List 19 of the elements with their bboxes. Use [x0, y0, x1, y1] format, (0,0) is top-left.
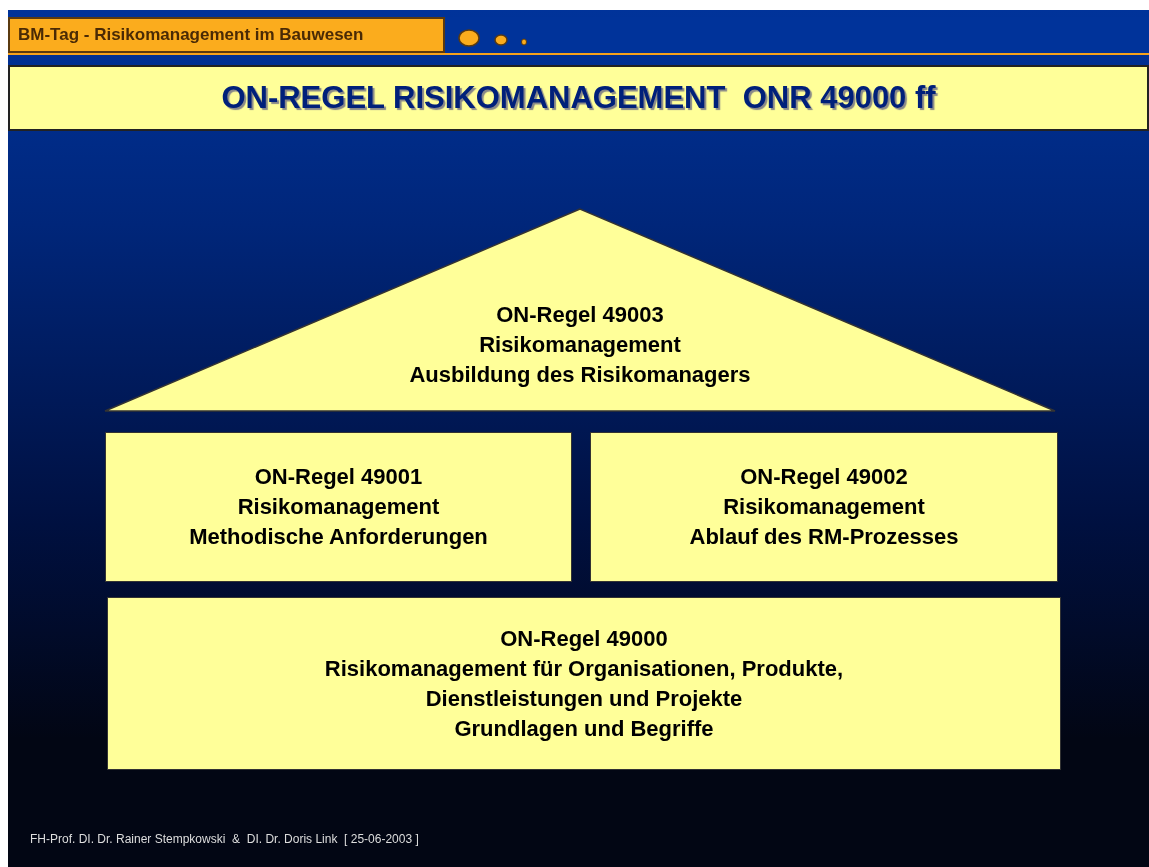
- box-text: Risikomanagement: [723, 493, 925, 521]
- box-text: Risikomanagement: [479, 331, 681, 359]
- standard-box: [107, 597, 1061, 770]
- header-tag: BM-Tag - Risikomanagement im Bauwesen: [8, 17, 445, 53]
- box-text: ON-Regel 49003: [496, 301, 664, 329]
- title-banner: ON-REGEL RISIKOMANAGEMENT ONR 49000 ff: [8, 65, 1149, 131]
- box-text: Risikomanagement für Organisationen, Produkte, Dienstleistungen und Projekte: [323, 654, 845, 713]
- box-text: ON-Regel 49002: [740, 463, 908, 491]
- box-text: Risikomanagement: [237, 493, 440, 521]
- box-text: Ablauf des RM-Prozesses: [689, 523, 959, 551]
- standard-box: [105, 432, 572, 582]
- roof-triangle: [104, 208, 1056, 412]
- box-text: Methodische Anforderungen: [189, 523, 488, 551]
- standard-box: [590, 432, 1058, 582]
- box-text: Ausbildung des Risikomanagers: [409, 361, 751, 389]
- box-text: ON-Regel 49000: [500, 624, 668, 653]
- box-text: Grundlagen und Begriffe: [454, 714, 714, 743]
- footer-text: FH-Prof. DI. Dr. Rainer Stempkowski & DI. Dr. Doris Link [ 25-06-2003 ]: [30, 832, 419, 846]
- box-text: ON-Regel 49001: [254, 463, 423, 491]
